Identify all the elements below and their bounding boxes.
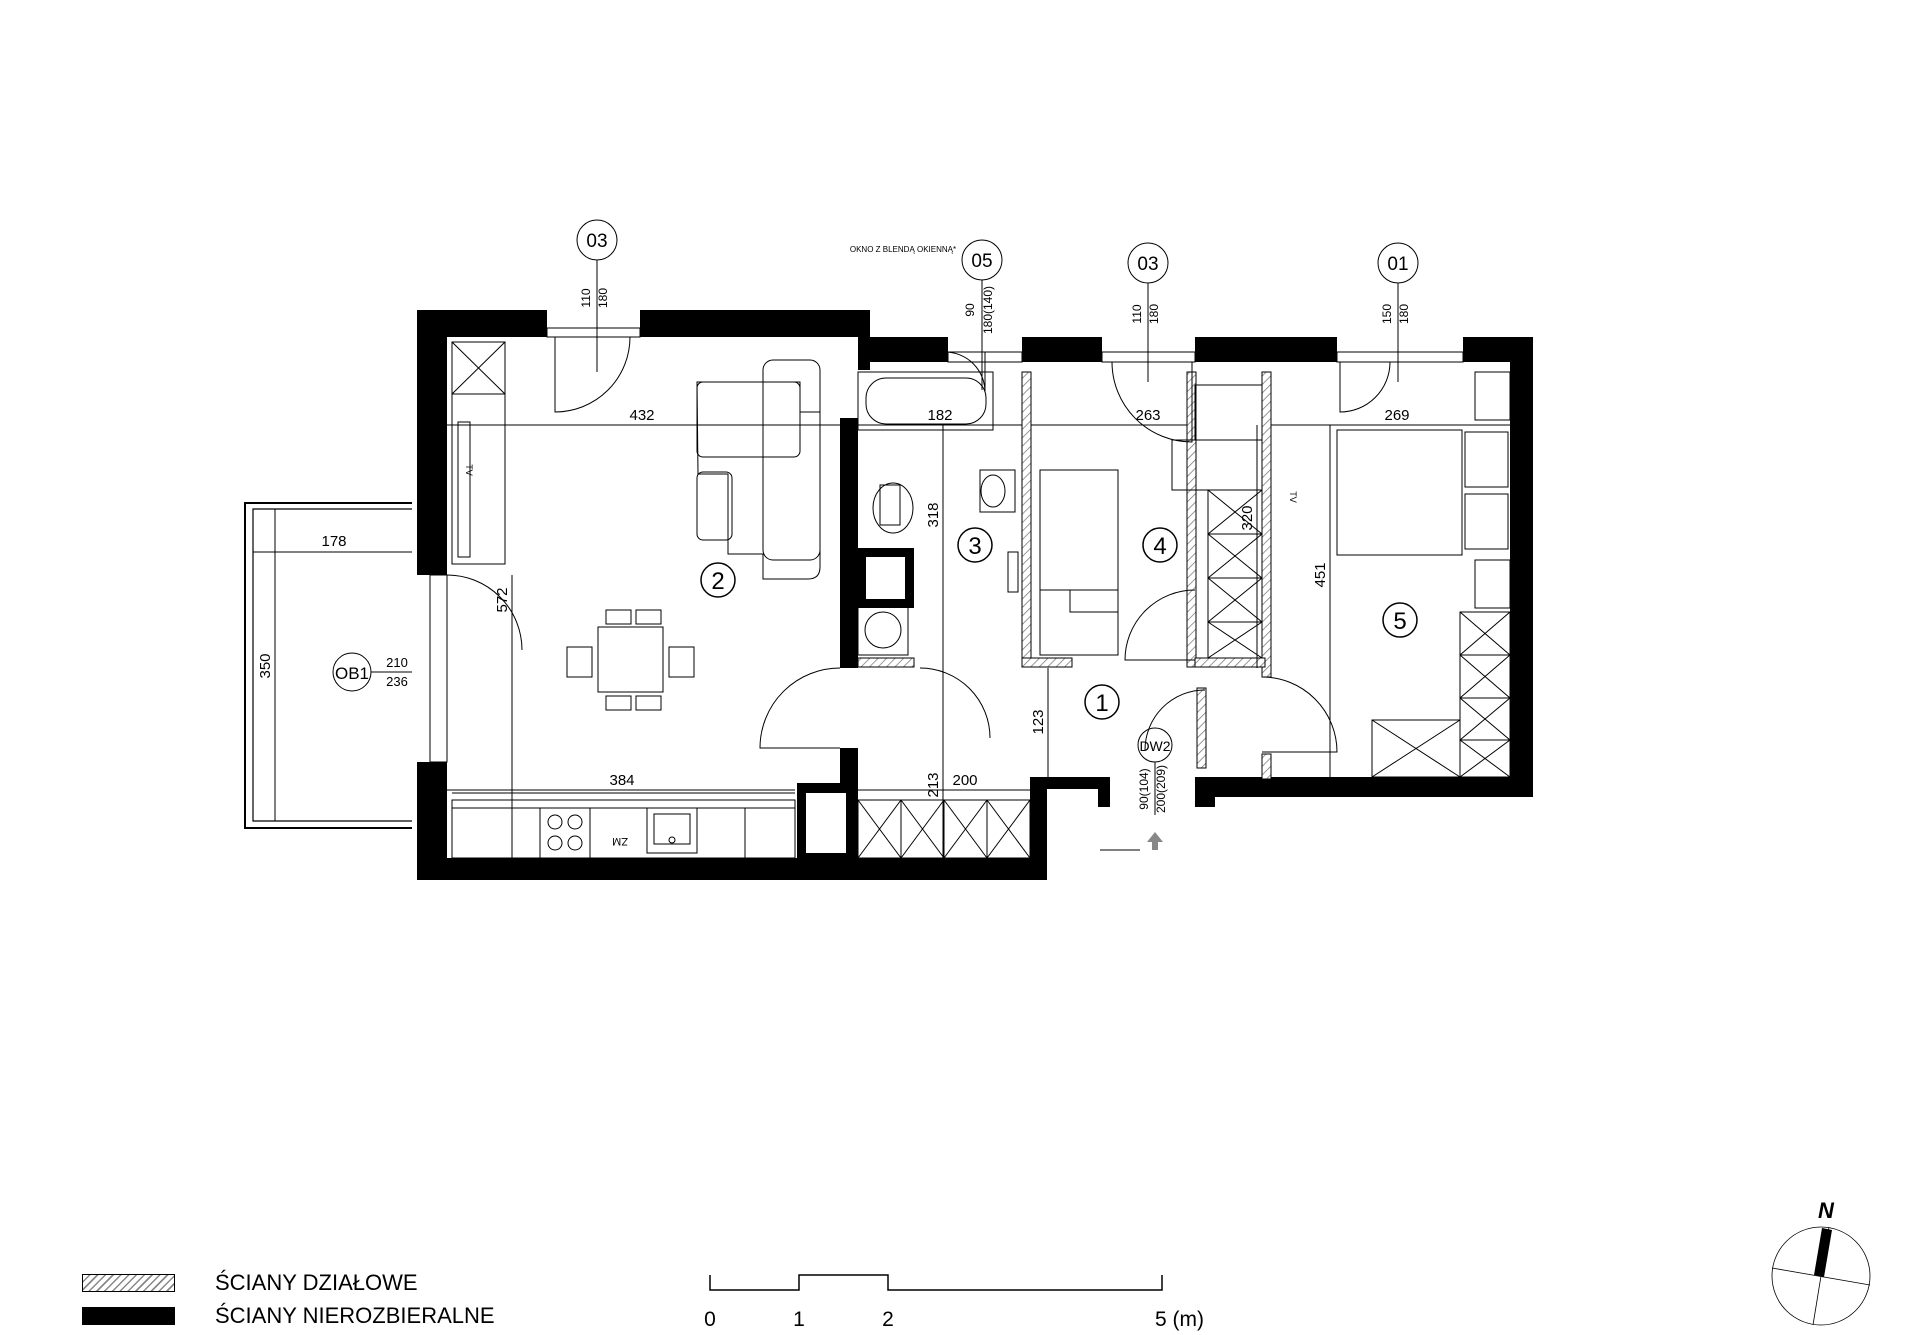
structural-wall-swatch xyxy=(82,1307,175,1325)
dimension-178: 178 xyxy=(321,533,346,550)
partition-wall-swatch xyxy=(82,1274,175,1292)
scale-bar: 0 1 2 5 (m) xyxy=(704,1274,1204,1331)
dimension-269: 269 xyxy=(1384,407,1409,424)
room-number-4: 4 xyxy=(1142,527,1178,563)
room-number-text: 3 xyxy=(968,533,981,560)
window-code: 03 xyxy=(586,231,607,252)
window-width: 150 xyxy=(1380,304,1394,324)
room-number-2: 2 xyxy=(700,562,736,598)
dimension-320: 320 xyxy=(1239,505,1256,530)
dimension-432: 432 xyxy=(629,407,654,424)
window-marker-03-mid: 03 110 180 xyxy=(1127,242,1169,382)
north-label: N xyxy=(1818,1198,1835,1223)
tv-label-room-2: TV xyxy=(464,464,474,476)
window-marker-05: 05 90 180(140) xyxy=(961,239,1003,390)
room-number-3: 3 xyxy=(957,527,993,563)
window-note: OKNO Z BLENDĄ OKIENNĄ* xyxy=(850,245,956,254)
window-width: 90 xyxy=(963,303,977,317)
entry-door-marker: DW2 90(104) 200(209) xyxy=(1137,727,1173,815)
window-height: 180 xyxy=(1397,304,1411,324)
scale-tick-2: 2 xyxy=(882,1308,894,1331)
dimension-572: 572 xyxy=(494,587,511,612)
entry-door-height: 200(209) xyxy=(1154,765,1168,813)
legend-item-structural: ŚCIANY NIEROZBIERALNE xyxy=(82,1303,495,1329)
scale-tick-0: 0 xyxy=(704,1308,716,1331)
tv-label-room-4: TV xyxy=(1288,491,1298,503)
window-code: 05 xyxy=(971,251,992,272)
entry-door-width: 90(104) xyxy=(1137,768,1151,809)
dimension-labels: 432 182 263 269 384 200 572 318 213 320 … xyxy=(494,407,1410,798)
room-number-5: 5 xyxy=(1382,602,1418,638)
window-height: 180(140) xyxy=(981,286,995,334)
dimension-213: 213 xyxy=(925,772,942,797)
dimension-318: 318 xyxy=(925,502,942,527)
room-number-text: 2 xyxy=(711,568,724,595)
structural-walls xyxy=(417,310,1533,880)
window-code: 01 xyxy=(1387,254,1408,275)
legend-item-partition: ŚCIANY DZIAŁOWE xyxy=(82,1270,418,1296)
interior-lines xyxy=(429,327,1511,859)
dimension-200: 200 xyxy=(952,772,977,789)
scale-tick-1: 1 xyxy=(793,1308,805,1331)
entry-door-code: DW2 xyxy=(1139,738,1170,754)
room-number-text: 4 xyxy=(1153,533,1166,560)
room-number-1: 1 xyxy=(1084,684,1120,720)
window-width: 110 xyxy=(1130,304,1144,323)
dimension-lines xyxy=(447,424,1510,858)
north-arrow: N xyxy=(1771,1198,1871,1326)
legend-label: ŚCIANY DZIAŁOWE xyxy=(215,1270,418,1295)
balcony-door-width: 210 xyxy=(386,655,408,670)
window-marker-03-left: 03 110 180 xyxy=(576,219,618,372)
window-height: 180 xyxy=(596,288,610,308)
window-height: 180 xyxy=(1147,304,1161,324)
scale-tick-5: 5 (m) xyxy=(1155,1308,1204,1331)
partition-walls xyxy=(857,371,1272,780)
dimension-384: 384 xyxy=(609,772,634,789)
legend-label: ŚCIANY NIEROZBIERALNE xyxy=(215,1303,495,1328)
dimension-350: 350 xyxy=(257,653,274,678)
room-number-text: 5 xyxy=(1393,608,1406,635)
window-code: 03 xyxy=(1137,254,1158,275)
fridge-label: ZM xyxy=(612,835,628,847)
room-number-text: 1 xyxy=(1095,690,1108,717)
window-marker-01: 01 150 180 xyxy=(1377,242,1419,382)
balcony-door-marker: OB1 210 236 xyxy=(332,652,412,692)
dimension-123: 123 xyxy=(1030,709,1047,734)
balcony-door-height: 236 xyxy=(386,674,408,689)
balcony-door-code: OB1 xyxy=(335,664,369,683)
dimension-182: 182 xyxy=(927,407,952,424)
window-width: 110 xyxy=(579,288,593,307)
balcony: 178 350 xyxy=(244,502,412,829)
dimension-451: 451 xyxy=(1312,562,1329,587)
dimension-263: 263 xyxy=(1135,407,1160,424)
